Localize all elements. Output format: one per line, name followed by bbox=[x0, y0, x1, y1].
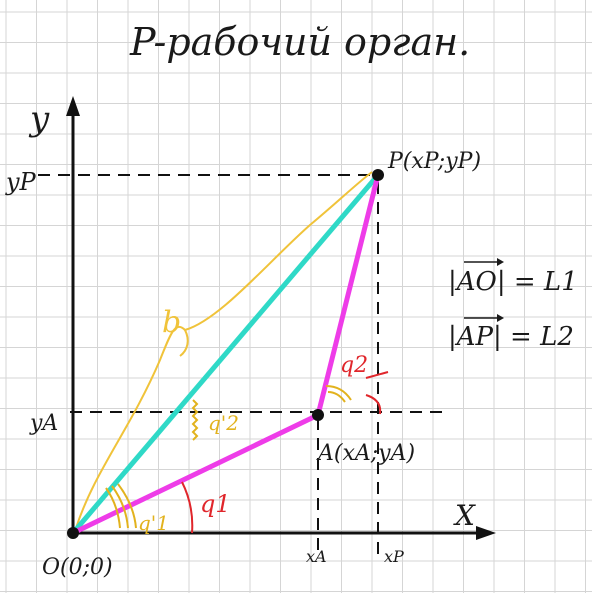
equation-ap: |AP| = L2 bbox=[448, 322, 574, 352]
angle-q1-arc bbox=[181, 481, 194, 534]
angle-q2-arrow bbox=[365, 371, 389, 379]
label-q2-prime: q'2 bbox=[208, 411, 239, 435]
angle-q2-arc bbox=[365, 394, 382, 415]
y-axis-arrow bbox=[66, 96, 80, 116]
equation-ao: |AO| = L1 bbox=[448, 267, 578, 297]
point-a bbox=[312, 409, 324, 421]
x-axis-label: X bbox=[453, 499, 476, 532]
segment-ap bbox=[315, 174, 381, 416]
q2-prime-pointer bbox=[191, 399, 199, 441]
label-q2: q2 bbox=[340, 353, 368, 378]
angle-q1-prime-arc-2 bbox=[111, 485, 129, 529]
angle-q1-prime-arc-1 bbox=[105, 487, 121, 529]
angle-q2-prime-arcs bbox=[325, 385, 352, 403]
tick-xp: xP bbox=[384, 547, 404, 566]
segment-oa bbox=[71, 412, 320, 536]
axes bbox=[66, 96, 496, 540]
diagram-title: P-рабочий орган. bbox=[129, 20, 470, 64]
equation-ao-vector-head bbox=[497, 258, 504, 266]
bracket-b-tip bbox=[179, 329, 189, 357]
projection-lines bbox=[38, 174, 445, 555]
label-a: A(xA;yA) bbox=[316, 441, 415, 466]
tick-xa: xA bbox=[306, 547, 327, 566]
x-axis-arrow bbox=[476, 526, 496, 540]
point-o bbox=[67, 527, 79, 539]
angle-q2-prime-arc-2 bbox=[325, 385, 352, 401]
label-origin: O(0;0) bbox=[42, 555, 113, 580]
label-q1: q1 bbox=[200, 490, 231, 518]
angle-q1-prime-arc-3 bbox=[117, 483, 137, 529]
label-q1-prime: q'1 bbox=[138, 511, 169, 535]
tick-yp: yP bbox=[5, 168, 37, 196]
equation-ap-vector-head bbox=[497, 314, 504, 322]
y-axis-label: y bbox=[28, 99, 50, 139]
tick-ya: yA bbox=[29, 411, 58, 436]
segment-op bbox=[71, 173, 380, 535]
angle-q2-prime-arc-1 bbox=[327, 391, 346, 403]
label-b: b bbox=[162, 305, 181, 340]
angle-q1-prime-arcs bbox=[105, 483, 137, 529]
label-p: P(xP;yP) bbox=[387, 149, 481, 174]
point-p bbox=[372, 169, 384, 181]
